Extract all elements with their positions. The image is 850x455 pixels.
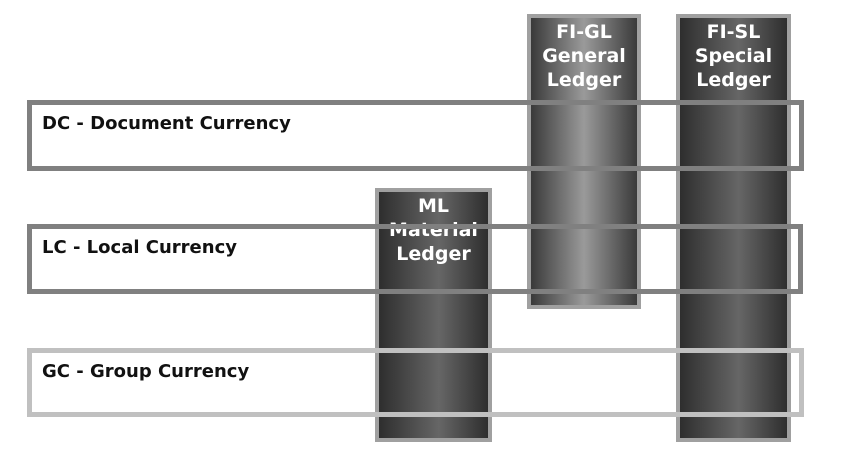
ledger-subtitle: Special (694, 45, 773, 67)
currency-band-lc: LC - Local Currency (27, 224, 803, 294)
ledger-title: FI-SL (706, 21, 761, 43)
currency-label: LC - Local Currency (42, 237, 237, 258)
ledger-subtitle: Ledger (546, 69, 622, 91)
currency-band-dc: DC - Document Currency (27, 100, 804, 171)
currency-label: GC - Group Currency (42, 361, 250, 382)
ledger-title: ML (417, 195, 449, 217)
ledger-title: FI-GL (556, 21, 612, 43)
ledger-subtitle: Ledger (396, 243, 471, 265)
ledger-subtitle: Ledger (696, 69, 771, 91)
ledger-subtitle: General (542, 45, 626, 67)
currency-label: DC - Document Currency (42, 113, 291, 134)
currency-band-gc: GC - Group Currency (27, 348, 804, 417)
